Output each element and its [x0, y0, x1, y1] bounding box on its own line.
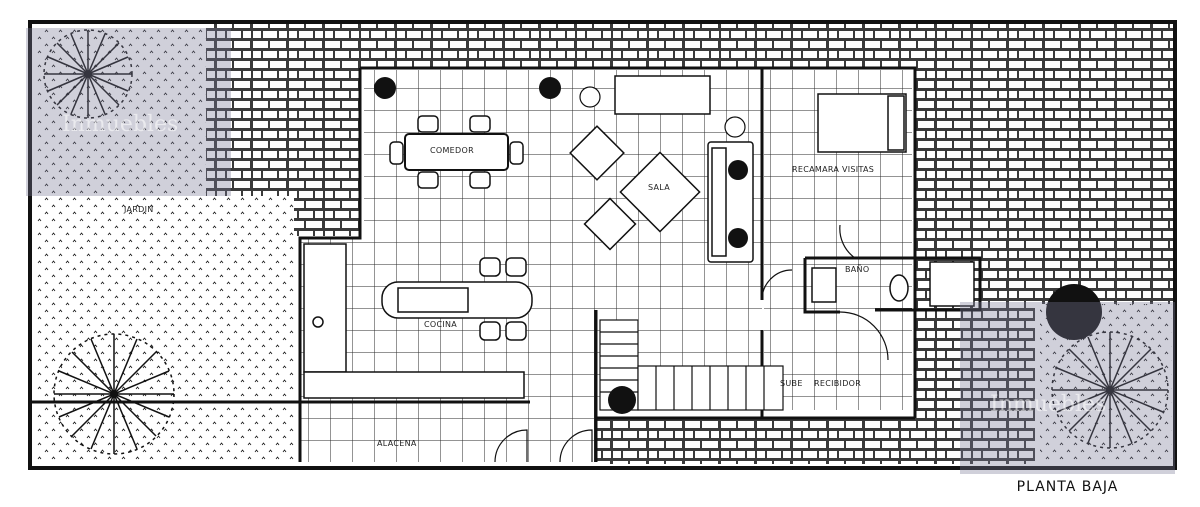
- garden-area: [36, 196, 294, 462]
- bathroom-fixtures: [811, 261, 975, 307]
- room-label-recibidor: RECIBIDOR: [814, 379, 861, 388]
- room-label-bano: BAÑO: [845, 264, 869, 274]
- room-label-sala: SALA: [648, 183, 670, 192]
- garden-area-top: [36, 28, 206, 198]
- room-label-recamara: RECAMARA VISITAS: [792, 165, 874, 174]
- plan-caption: PLANTA BAJA: [960, 474, 1175, 500]
- room-label-cocina: COCINA: [424, 320, 457, 329]
- watermark-text-right: Inmuebles: [990, 392, 1107, 417]
- shrub: [1046, 284, 1102, 340]
- room-label-alacena: ALACENA: [377, 439, 417, 448]
- doors: [494, 224, 889, 463]
- ceiling-fans: [579, 86, 746, 138]
- guest-bed: [817, 93, 907, 153]
- watermark-panel: [26, 28, 231, 196]
- kitchen-island: [381, 257, 533, 341]
- room-label-sube: SUBE: [780, 379, 803, 388]
- watermark-text: Inmuebles: [62, 112, 179, 137]
- indoor-plants: [374, 77, 748, 414]
- interior-walls: [30, 66, 982, 462]
- room-label-jardin: JARDIN: [123, 205, 154, 214]
- garden-trees: [43, 29, 1169, 455]
- kitchen-counter: [303, 243, 525, 399]
- room-label-comedor: COMEDOR: [430, 146, 474, 155]
- dining-table: [389, 115, 524, 189]
- living-furniture: [569, 75, 754, 263]
- watermark-panel-right: [960, 302, 1175, 482]
